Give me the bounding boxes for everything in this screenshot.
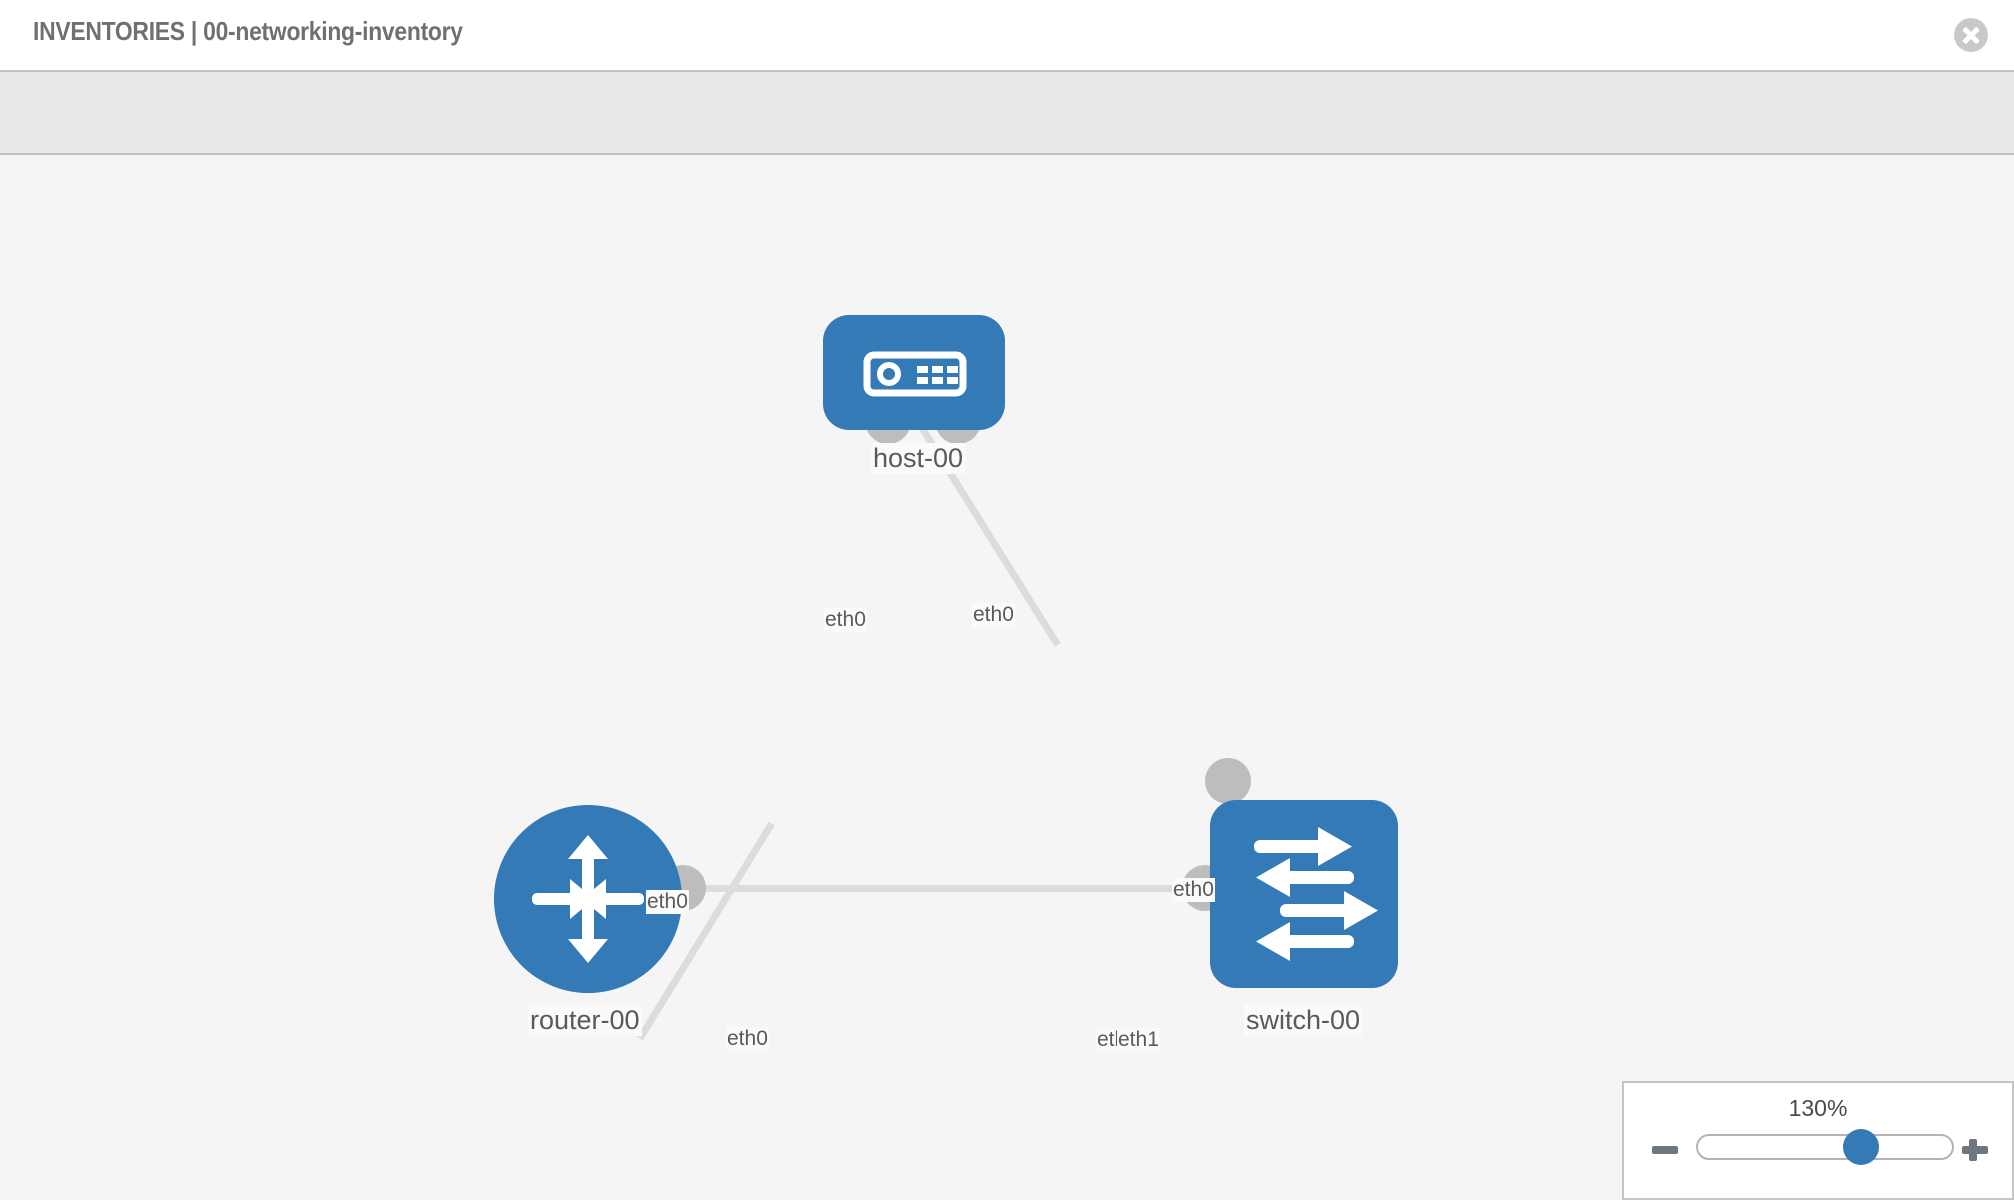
node-router-00[interactable] <box>494 805 682 993</box>
node-switch-00[interactable] <box>1210 800 1398 988</box>
topology-canvas[interactable]: host-00 router-00 switch-00 eth0 eth0 et… <box>0 155 2014 1200</box>
zoom-out-button[interactable] <box>1650 1135 1680 1165</box>
edge-label-router00-eth0-up: eth0 <box>646 890 689 914</box>
close-icon[interactable] <box>1954 18 1988 52</box>
edge-label-switch00-eth0-up: eth0 <box>1172 878 1215 902</box>
node-label-switch-00: switch-00 <box>1244 1005 1363 1036</box>
plus-icon-vertical <box>1969 1139 1977 1161</box>
toolbar: ACTIONS SEARCH <box>0 70 2014 213</box>
node-label-host-00: host-00 <box>871 443 966 474</box>
port-switch00-eth0[interactable] <box>1205 758 1251 804</box>
switch-arrows-icon <box>1254 827 1378 961</box>
link-router00-switch00[interactable] <box>680 885 1210 892</box>
zoom-slider-thumb[interactable] <box>1842 1129 1879 1165</box>
zoom-control-panel: 130% <box>1622 1081 2014 1200</box>
page-title: INVENTORIES | 00-networking-inventory <box>33 16 463 46</box>
node-host-00[interactable] <box>823 315 1005 430</box>
host-server-icon <box>863 351 967 397</box>
zoom-in-button[interactable] <box>1960 1135 1990 1165</box>
node-label-router-00: router-00 <box>528 1005 642 1036</box>
minus-icon <box>1652 1146 1678 1154</box>
zoom-level-label: 130% <box>1788 1095 1848 1121</box>
zoom-slider[interactable] <box>1696 1129 1954 1165</box>
edge-label-host00-eth0-right: eth0 <box>972 603 1015 627</box>
edge-label-switch00-eth1: eth1 <box>1117 1028 1160 1052</box>
page-header: INVENTORIES | 00-networking-inventory <box>0 0 2014 70</box>
router-arrows-icon <box>532 835 644 963</box>
edge-label-host00-eth0-left: eth0 <box>824 608 867 632</box>
edge-label-router00-eth0: eth0 <box>726 1027 769 1051</box>
